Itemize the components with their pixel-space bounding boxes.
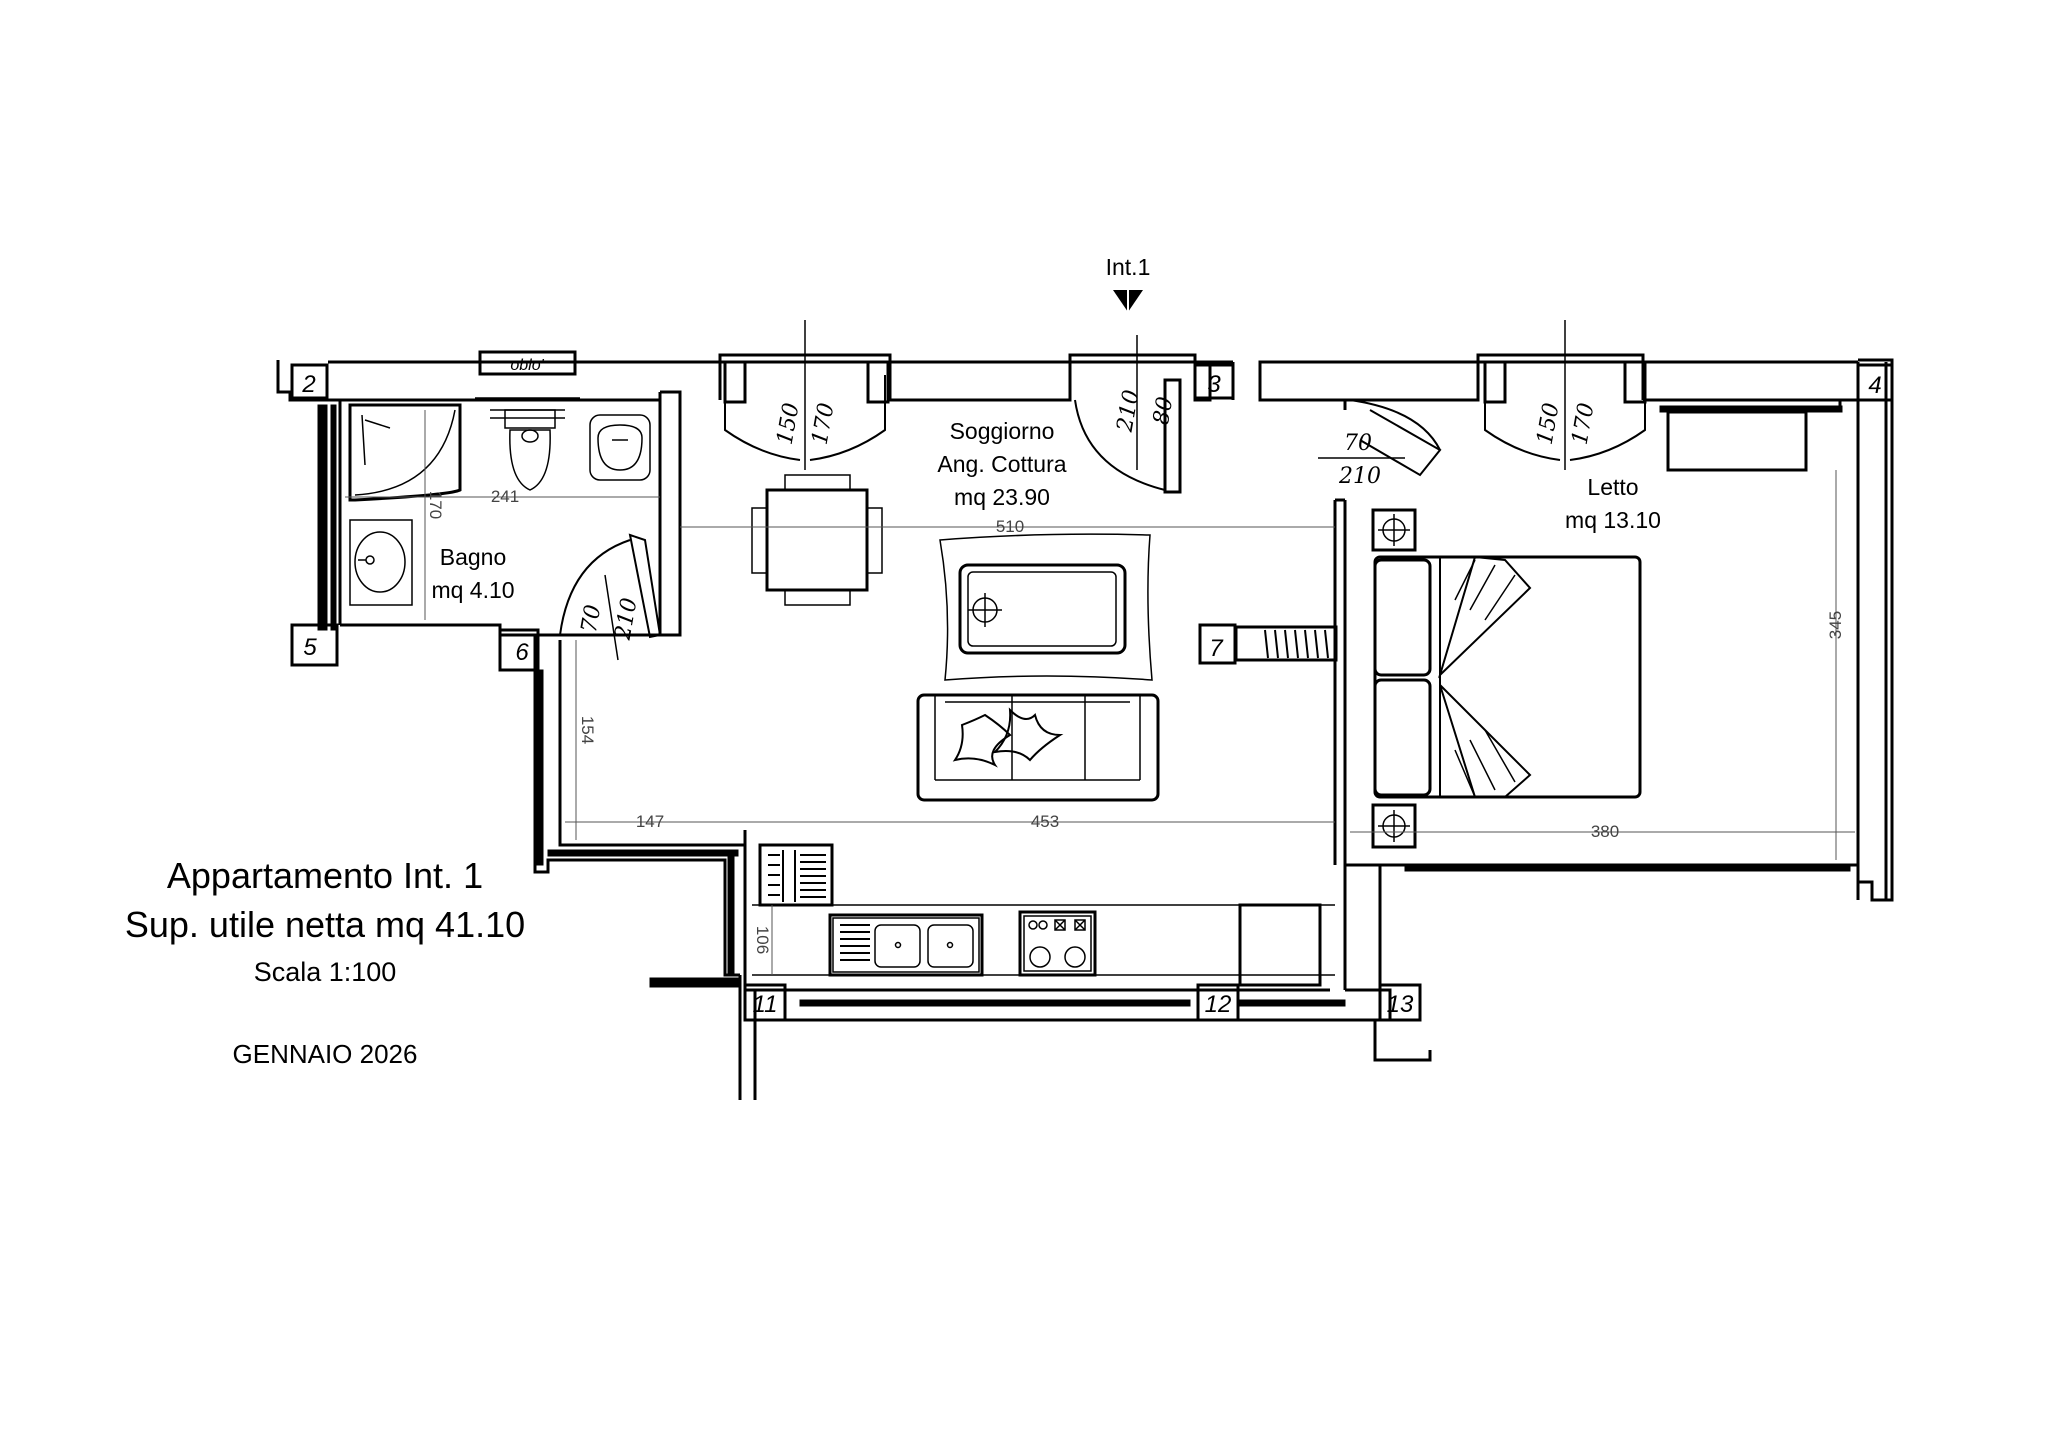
column-label: 12 bbox=[1205, 991, 1232, 1018]
dim-bagno-depth: 170 bbox=[426, 491, 445, 519]
room-name: Bagno bbox=[440, 544, 507, 570]
column-label: 4 bbox=[1868, 372, 1881, 399]
plan-date: GENNAIO 2026 bbox=[233, 1039, 418, 1069]
column-label: 11 bbox=[753, 991, 778, 1018]
title-block: Appartamento Int. 1 Sup. utile netta mq … bbox=[125, 855, 525, 1069]
room-label-soggiorno: Soggiorno Ang. Cottura mq 23.90 bbox=[937, 418, 1066, 510]
column-label: 2 bbox=[301, 371, 315, 398]
bagno-door: 70 210 bbox=[559, 533, 662, 661]
room-area: mq 23.90 bbox=[954, 484, 1050, 510]
door-height-label: 210 bbox=[1338, 464, 1381, 489]
plan-surface: Sup. utile netta mq 41.10 bbox=[125, 904, 525, 945]
dim-kitchen-width: 453 bbox=[1031, 812, 1059, 831]
column-label: 5 bbox=[303, 634, 317, 661]
dim-soggiorno-width: 510 bbox=[996, 517, 1024, 536]
dim-letto-depth: 345 bbox=[1826, 611, 1845, 639]
column-label: 7 bbox=[1209, 635, 1224, 662]
column-tags: 2 3 4 5 6 7 11 12 13 bbox=[290, 363, 1894, 1022]
bathroom-fixtures: oblo' bbox=[348, 350, 651, 606]
entrance-label: Int.1 bbox=[1106, 254, 1151, 280]
sofa bbox=[916, 693, 1160, 802]
door-height-label: 170 bbox=[808, 401, 840, 447]
room-label-bagno: Bagno mq 4.10 bbox=[431, 544, 514, 603]
letto-window: 150 170 bbox=[1476, 320, 1647, 470]
bed bbox=[1371, 405, 1843, 849]
room-name: Soggiorno bbox=[950, 418, 1055, 444]
dim-kitchen-depth: 106 bbox=[753, 926, 772, 954]
tv-cabinet bbox=[939, 533, 1153, 681]
column-label: 6 bbox=[515, 639, 529, 666]
dim-hall-depth: 154 bbox=[578, 716, 597, 744]
door-width-label: 210 bbox=[1112, 388, 1144, 435]
plan-title: Appartamento Int. 1 bbox=[167, 855, 483, 896]
dining-table bbox=[751, 474, 883, 606]
dim-letto-width: 380 bbox=[1591, 822, 1619, 841]
door-width-label: 150 bbox=[1533, 401, 1565, 447]
door-height-label: 80 bbox=[1149, 395, 1178, 427]
door-width-label: 150 bbox=[773, 401, 805, 447]
room-name: Letto bbox=[1587, 474, 1638, 500]
column-7-detail bbox=[1234, 625, 1338, 662]
room-label-letto: Letto mq 13.10 bbox=[1565, 474, 1661, 533]
door-width-label: 70 bbox=[1344, 431, 1372, 456]
column-label: 13 bbox=[1387, 991, 1414, 1018]
plan-scale: Scala 1:100 bbox=[254, 957, 397, 987]
dim-hall-width: 147 bbox=[636, 812, 664, 831]
entrance-door: 210 80 bbox=[1068, 335, 1197, 494]
kitchen bbox=[758, 843, 1322, 987]
dimensions: 241 170 510 154 147 453 106 380 345 bbox=[345, 410, 1855, 975]
door-height-label: 170 bbox=[1568, 401, 1600, 447]
dim-bagno-width: 241 bbox=[491, 487, 519, 506]
room-area: mq 4.10 bbox=[431, 577, 514, 603]
entrance-marker: Int.1 bbox=[1106, 254, 1151, 312]
column-label: 3 bbox=[1207, 371, 1221, 398]
letto-door: 70 210 bbox=[1318, 399, 1442, 489]
soggiorno-window: 150 170 bbox=[718, 320, 892, 470]
walls bbox=[276, 355, 1894, 1100]
oblo-label: oblo' bbox=[510, 357, 544, 374]
room-subtitle: Ang. Cottura bbox=[937, 451, 1066, 477]
door-width-label: 70 bbox=[577, 603, 606, 635]
room-area: mq 13.10 bbox=[1565, 507, 1661, 533]
